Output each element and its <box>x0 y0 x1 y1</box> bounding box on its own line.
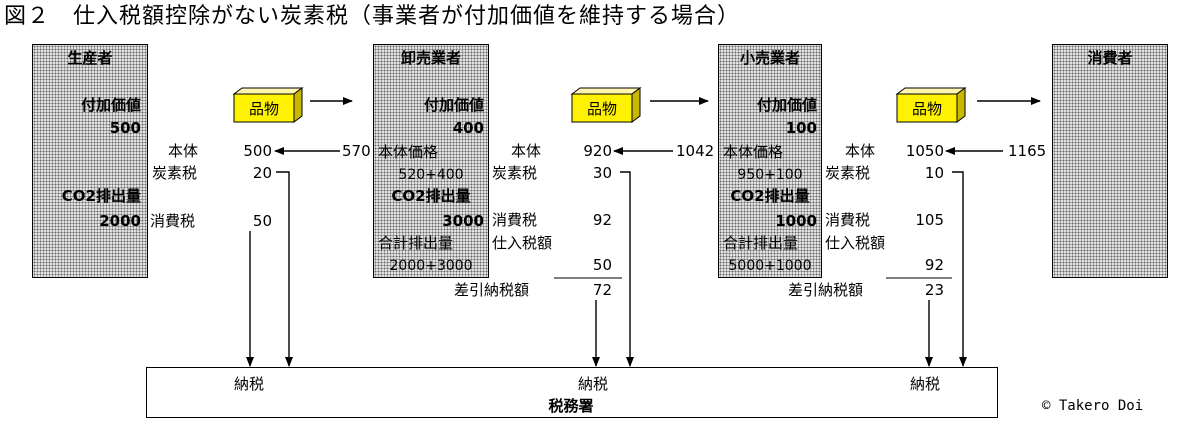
goods-label-3: 品物 <box>911 100 942 118</box>
retailer-base-price-formula: 950+100 <box>737 167 803 183</box>
wholesaler-value-added: 400 <box>452 119 484 137</box>
wholesaler-total-emission-label: 合計排出量 <box>378 234 454 252</box>
carbon-tax-line-2 <box>620 171 634 367</box>
carbon-2: 30 <box>592 164 612 182</box>
payment-1: 570 <box>342 142 371 160</box>
base-label-2: 本体 <box>511 142 542 160</box>
tax-office-box <box>146 367 998 418</box>
net-tax-3: 23 <box>924 281 944 299</box>
wholesaler-base-price-formula: 520+400 <box>398 167 464 183</box>
input-tax-2: 50 <box>592 256 612 274</box>
net-tax-label-3: 差引納税額 <box>788 281 864 299</box>
payment-3: 1165 <box>1008 142 1047 160</box>
producer-co2: 2000 <box>99 212 141 230</box>
carbon-label-3: 炭素税 <box>825 164 871 182</box>
retailer-name: 小売業者 <box>739 49 800 67</box>
consumption-3: 105 <box>915 211 944 229</box>
carbon-label-2: 炭素税 <box>492 164 538 182</box>
goods-label-2: 品物 <box>586 100 617 118</box>
wholesaler-base-price-label: 本体価格 <box>378 143 439 161</box>
producer-value-added-label: 付加価値 <box>80 96 141 114</box>
base-2: 920 <box>583 142 612 160</box>
figure-title: 図２ 仕入税額控除がない炭素税（事業者が付加価値を維持する場合） <box>4 4 741 29</box>
carbon-1: 20 <box>252 164 272 182</box>
consumer-name: 消費者 <box>1087 49 1133 67</box>
retailer-co2-label: CO2排出量 <box>730 187 810 205</box>
goods-box-icon-3 <box>895 87 967 123</box>
consumer-box: 消費者 <box>1052 44 1168 278</box>
input-tax-3: 92 <box>924 256 944 274</box>
net-tax-label-2: 差引納税額 <box>454 281 530 299</box>
consumption-1: 50 <box>252 212 272 230</box>
wholesaler-total-emission-formula: 2000+3000 <box>389 258 473 274</box>
retailer-total-emission-label: 合計排出量 <box>723 234 799 252</box>
tax-payment-label-3: 納税 <box>910 375 941 393</box>
producer-value-added: 500 <box>109 119 141 137</box>
copyright: © Takero Doi <box>1042 398 1144 414</box>
consumption-label-3: 消費税 <box>825 211 871 229</box>
wholesaler-name: 卸売業者 <box>400 49 461 67</box>
carbon-label-1: 炭素税 <box>152 164 198 182</box>
retailer-total-emission-formula: 5000+1000 <box>728 258 812 274</box>
producer-co2-label: CO2排出量 <box>61 187 141 205</box>
retailer-value-added: 100 <box>785 119 817 137</box>
input-tax-label-2: 仕入税額 <box>492 234 553 252</box>
retailer-base-price-label: 本体価格 <box>723 143 784 161</box>
tax-payment-label-1: 納税 <box>234 375 265 393</box>
tax-payment-label-2: 納税 <box>578 375 609 393</box>
goods-box-icon-2 <box>570 87 642 123</box>
wholesaler-co2: 3000 <box>442 212 484 230</box>
payment-2: 1042 <box>676 142 715 160</box>
retailer-box: 小売業者 付加価値 100 本体価格 950+100 CO2排出量 1000 合… <box>718 44 822 278</box>
carbon-tax-line-1 <box>276 171 293 367</box>
goods-box-icon-1 <box>232 87 304 123</box>
base-1: 500 <box>243 142 272 160</box>
wholesaler-value-added-label: 付加価値 <box>423 96 484 114</box>
wholesaler-co2-label: CO2排出量 <box>391 187 471 205</box>
wholesaler-box: 卸売業者 付加価値 400 本体価格 520+400 CO2排出量 3000 合… <box>373 44 489 278</box>
goods-label-1: 品物 <box>248 100 279 118</box>
producer-box: 生産者 付加価値 500 CO2排出量 2000 <box>32 44 148 278</box>
base-label-3: 本体 <box>845 142 876 160</box>
producer-name: 生産者 <box>67 49 113 67</box>
base-3: 1050 <box>905 142 944 160</box>
consumption-label-2: 消費税 <box>492 211 538 229</box>
consumption-2: 92 <box>592 211 612 229</box>
input-tax-label-3: 仕入税額 <box>825 234 886 252</box>
tax-office-name: 税務署 <box>548 397 594 415</box>
carbon-3: 10 <box>924 164 944 182</box>
retailer-value-added-label: 付加価値 <box>756 96 817 114</box>
base-label-1: 本体 <box>168 142 199 160</box>
net-tax-2: 72 <box>592 281 612 299</box>
carbon-tax-line-3 <box>952 171 967 367</box>
retailer-co2: 1000 <box>775 212 817 230</box>
consumption-label-1: 消費税 <box>150 212 196 230</box>
